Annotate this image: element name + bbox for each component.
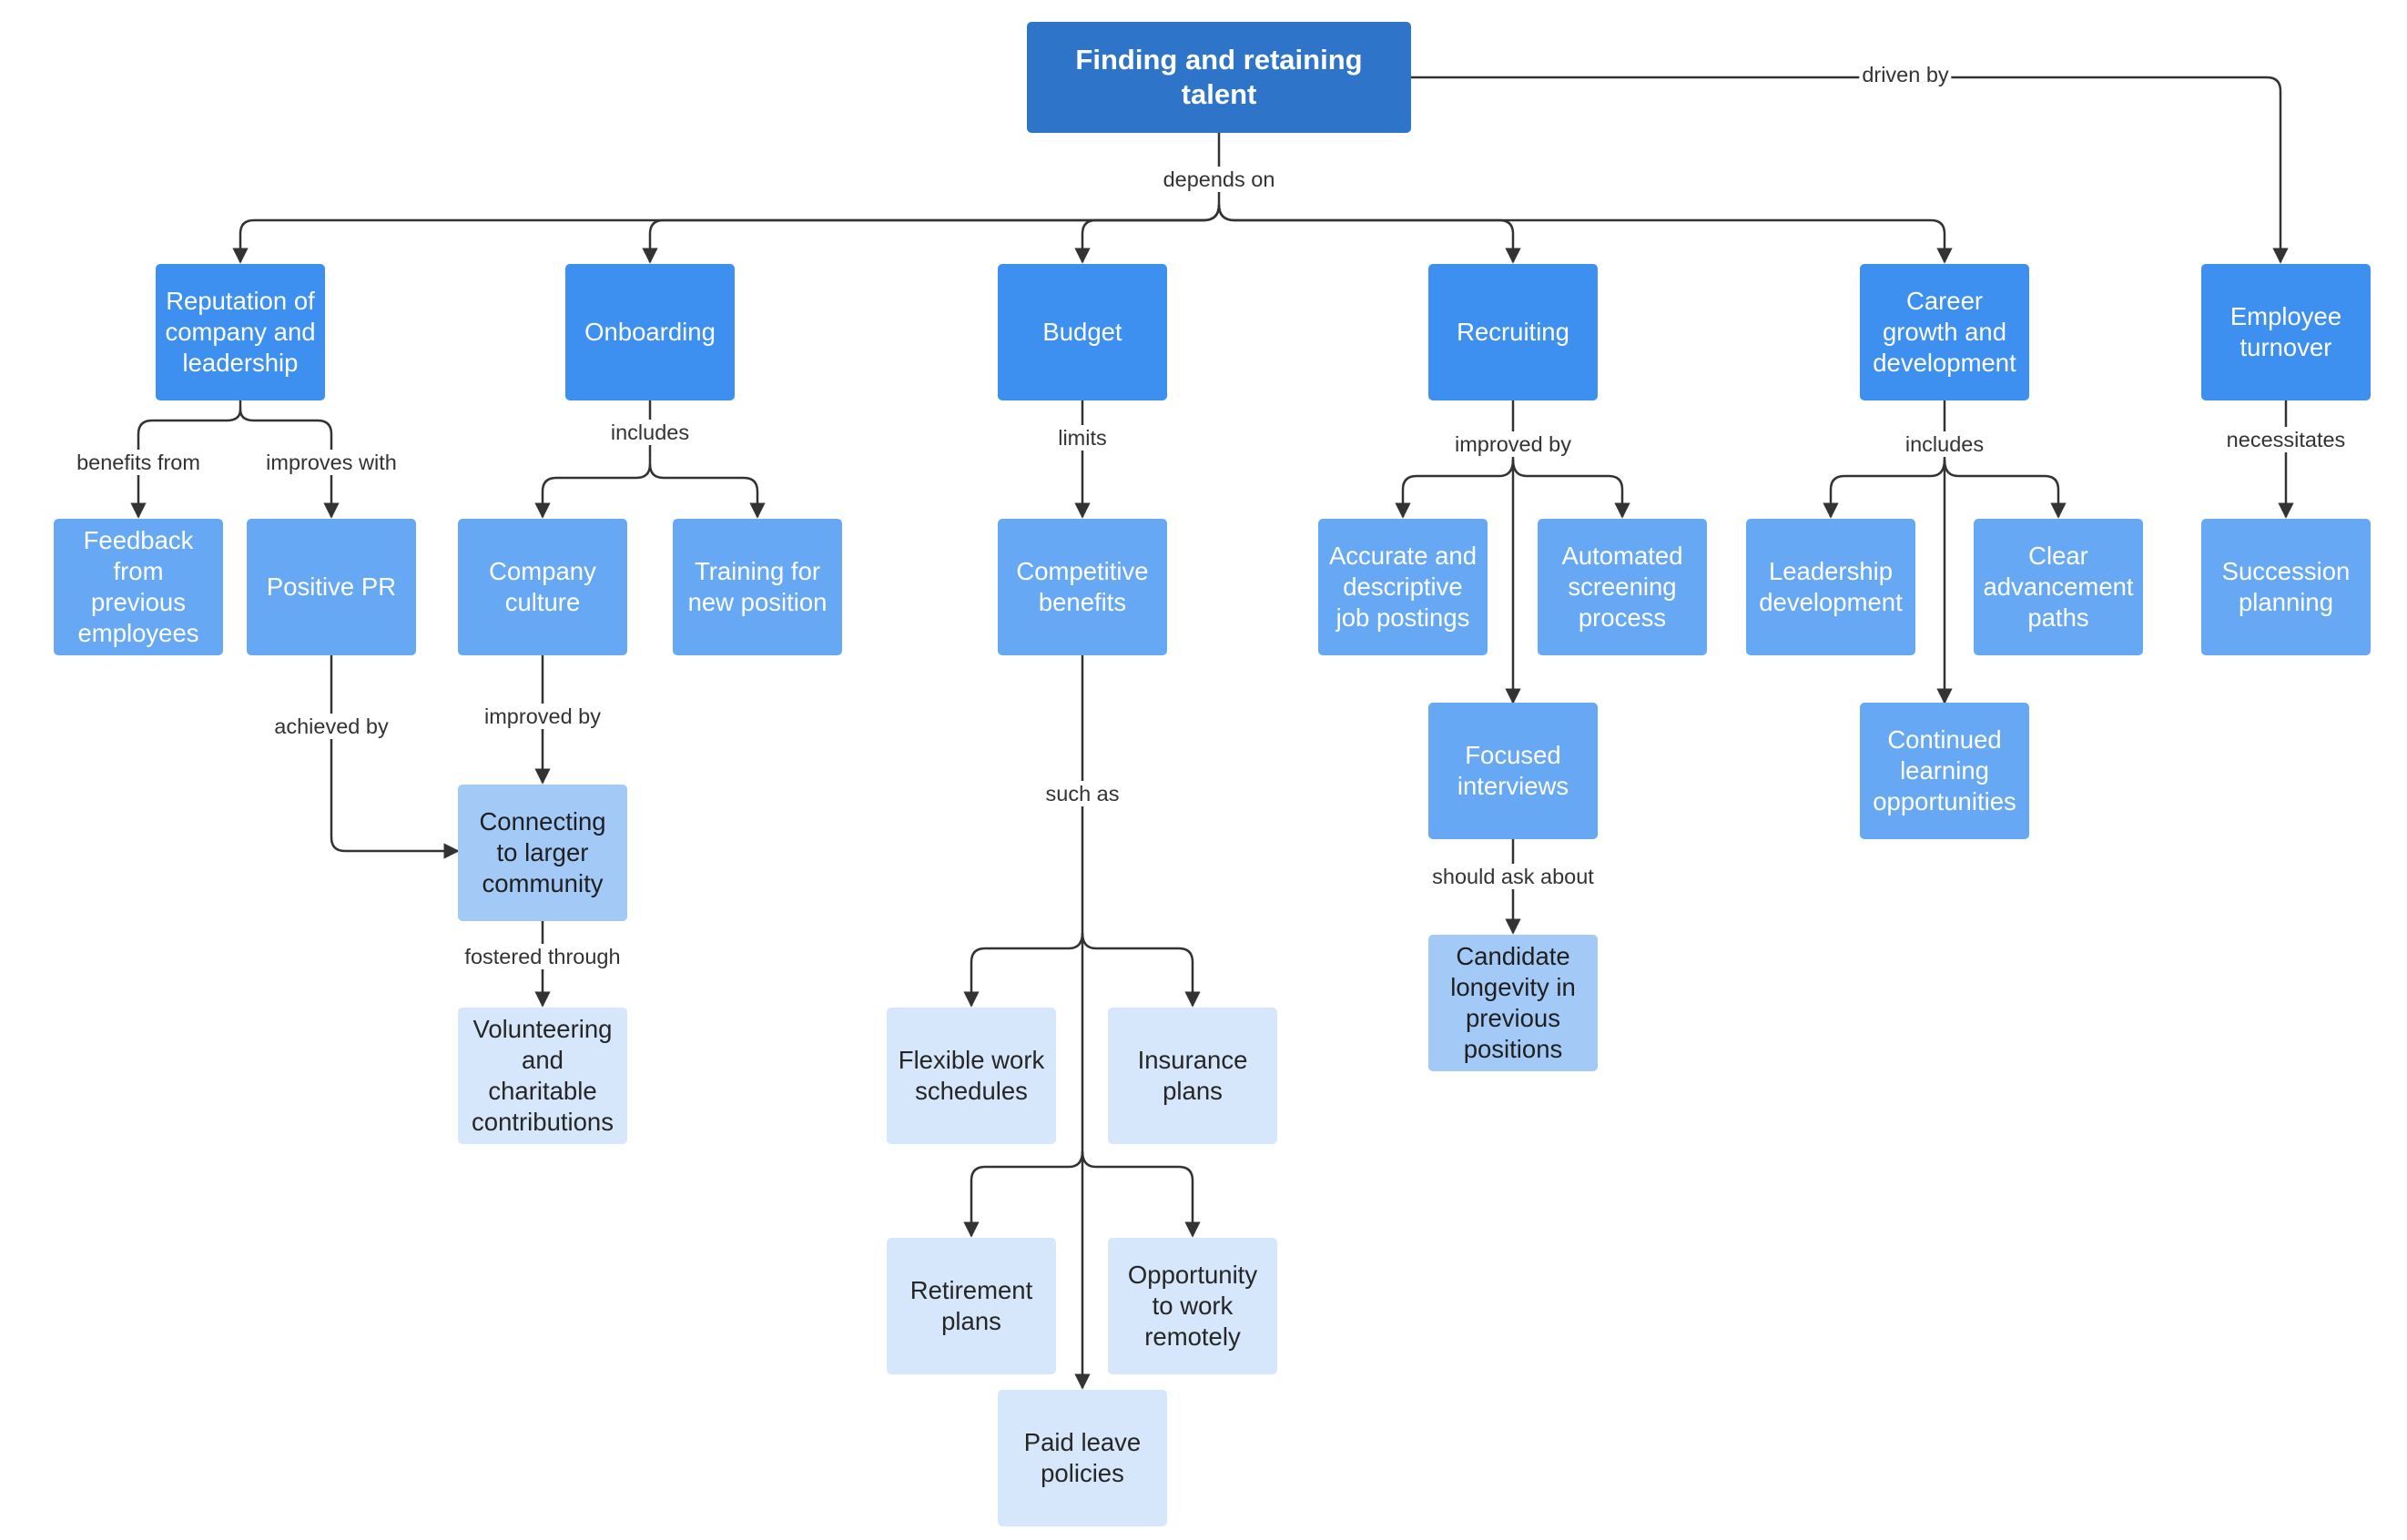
edge-label-achieved-by: achieved by	[271, 714, 391, 739]
edge-benefits-insurance	[1081, 932, 1201, 1008]
node-insurance-plans[interactable]: Insurance plans	[1108, 1008, 1277, 1144]
edge-root-reputation	[232, 204, 1221, 264]
node-retirement-plans[interactable]: Retirement plans	[887, 1238, 1056, 1374]
node-recruiting[interactable]: Recruiting	[1428, 264, 1598, 400]
edge-label-improved-by-recruiting: improved by	[1452, 431, 1574, 457]
edge-root-turnover	[1410, 76, 2289, 264]
edge-label-benefits-from: benefits from	[74, 450, 203, 475]
edge-label-necessitates: necessitates	[2223, 427, 2349, 452]
edge-onboarding-culture	[534, 463, 652, 519]
edge-benefits-remote	[1081, 1150, 1201, 1238]
edge-label-includes-career: includes	[1902, 431, 1987, 457]
edge-reputation-pr	[239, 409, 340, 519]
node-finding-retaining-talent[interactable]: Finding and retaining talent	[1027, 22, 1411, 133]
edge-root-career	[1217, 204, 1953, 264]
node-training[interactable]: Training for new position	[673, 519, 842, 655]
node-accurate-postings[interactable]: Accurate and descriptive job postings	[1318, 519, 1488, 655]
node-positive-pr[interactable]: Positive PR	[247, 519, 416, 655]
edge-label-limits: limits	[1055, 425, 1110, 451]
node-continued-learning[interactable]: Continued learning opportunities	[1860, 703, 2029, 839]
node-paid-leave[interactable]: Paid leave policies	[998, 1390, 1167, 1526]
node-competitive-benefits[interactable]: Competitive benefits	[998, 519, 1167, 655]
node-career-growth[interactable]: Career growth and development	[1860, 264, 2029, 400]
node-focused-interviews[interactable]: Focused interviews	[1428, 703, 1598, 839]
edge-root-recruiting	[1217, 204, 1521, 264]
node-leadership-development[interactable]: Leadership development	[1746, 519, 1915, 655]
node-volunteering[interactable]: Volunteering and charitable contribution…	[458, 1008, 627, 1144]
node-budget[interactable]: Budget	[998, 264, 1167, 400]
node-employee-turnover[interactable]: Employee turnover	[2201, 264, 2371, 400]
node-onboarding[interactable]: Onboarding	[565, 264, 735, 400]
edge-onboarding-training	[648, 463, 766, 519]
node-candidate-longevity[interactable]: Candidate longevity in previous position…	[1428, 935, 1598, 1071]
edge-recruiting-accurate	[1395, 459, 1515, 519]
edge-recruiting-automated	[1511, 459, 1630, 519]
node-advancement-paths[interactable]: Clear advancement paths	[1974, 519, 2143, 655]
edge-label-fostered-through: fostered through	[462, 944, 624, 969]
node-company-culture[interactable]: Company culture	[458, 519, 627, 655]
node-flexible-work[interactable]: Flexible work schedules	[887, 1008, 1056, 1144]
edge-label-depends-on: depends on	[1160, 167, 1278, 192]
edge-root-budget	[1074, 204, 1221, 264]
node-work-remotely[interactable]: Opportunity to work remotely	[1108, 1238, 1277, 1374]
node-feedback[interactable]: Feedback from previous employees	[54, 519, 223, 655]
edge-label-improves-with: improves with	[263, 450, 400, 475]
edge-benefits-flexible	[963, 932, 1084, 1008]
edge-label-includes-onboarding: includes	[607, 420, 693, 445]
edge-root-onboarding	[642, 204, 1221, 264]
edge-label-such-as: such as	[1042, 781, 1122, 806]
edge-benefits-retirement	[963, 1150, 1084, 1238]
edge-label-improved-by-culture: improved by	[482, 704, 604, 729]
edge-reputation-feedback	[130, 409, 242, 519]
edge-career-paths	[1943, 459, 2067, 519]
node-automated-screening[interactable]: Automated screening process	[1538, 519, 1707, 655]
node-connecting-community[interactable]: Connecting to larger community	[458, 785, 627, 921]
edge-label-should-ask-about: should ask about	[1429, 864, 1597, 889]
node-succession-planning[interactable]: Succession planning	[2201, 519, 2371, 655]
edge-pr-connecting	[330, 655, 460, 859]
edge-career-leadership	[1823, 459, 1946, 519]
node-reputation[interactable]: Reputation of company and leadership	[156, 264, 325, 400]
edge-label-driven-by: driven by	[1859, 62, 1952, 87]
